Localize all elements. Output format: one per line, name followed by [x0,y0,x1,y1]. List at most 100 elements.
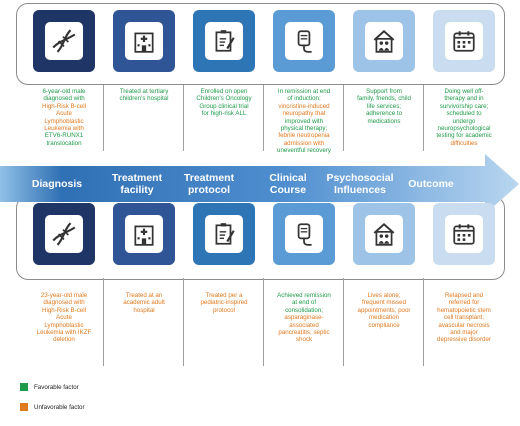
column-divider [263,278,264,366]
description-line: Leukemia with IKZF [36,329,92,337]
description-line: difficulties [450,139,478,147]
description-line: Lymphoblastic [44,321,84,329]
family-house-icon-frame [365,215,403,253]
description-line: Enrolled on open [200,88,248,95]
description-line: medication [369,314,399,322]
description-line: survivorship care; [439,102,489,110]
description-line: neuropathy that [282,110,326,118]
clipboard-icon-frame [205,215,243,253]
description-line: ETV6-RUNX1 [44,132,84,140]
description-line: medications [367,117,401,125]
description-line: Treated at an [125,292,163,299]
description-line: testing for academic [436,132,492,140]
family-house-icon-frame [365,22,403,60]
favorable-legend-label: Favorable factor [34,384,79,391]
stage-label-line: Psychosocial [326,172,394,184]
top-tile-5 [353,10,415,72]
bottom-case-panel [16,196,505,280]
description-line: avascular necrosis [438,321,490,329]
stage-label-line: Diagnosis [31,178,83,190]
clipboard-icon [215,30,235,52]
description-line: for high-risk ALL [201,110,247,118]
description-line: High-Risk B-cell [41,102,86,110]
bottom-tile-1 [33,203,95,265]
clipboard-icon-frame [205,22,243,60]
hospital-icon-frame [125,22,163,60]
calendar-icon [453,31,475,52]
stage-label-line: protocol [188,184,230,196]
description-line: of induction; [287,95,321,103]
stage-label-1: Diagnosis [17,178,97,190]
description-line: Treated at tertiary [119,88,169,95]
iv-bag-icon-frame [285,215,323,253]
hospital-icon [134,225,154,246]
description-line: depressive disorder [437,336,491,344]
description-line: In remission at end [277,88,331,95]
timeline-arrow [0,154,519,214]
unfavorable-legend-label: Unfavorable factor [34,404,85,411]
description-line: Acute [56,314,72,322]
description-line: translocation [46,139,82,147]
description-line: neuropsychological [437,125,491,133]
favorable-swatch [20,383,28,391]
description-line: Support from [366,88,402,95]
description-line: academic adult [123,299,165,307]
bottom-tile-5 [353,203,415,265]
bottom-tile-4 [273,203,335,265]
description-line: adherence to [365,110,403,118]
top-tile-2 [113,10,175,72]
description-line: Lives alone; [367,292,401,299]
column-divider [183,85,184,151]
description-line: deletion [53,336,75,344]
description-line: associated [289,321,319,329]
column-divider [423,278,424,366]
description-line: hospital [133,306,155,314]
hospital-icon [134,32,154,53]
column-divider [183,278,184,366]
column-divider [343,278,344,366]
description-line: undergo [452,117,476,125]
description-line: 6-year-old male [42,88,86,95]
bottom-tile-6 [433,203,495,265]
description-line: Relapsed and [444,292,484,299]
description-line: Leukemia with [44,125,84,133]
column-divider [343,85,344,151]
bottom-tile-2 [113,203,175,265]
description-line: shock [295,336,313,344]
description-line: Acute [56,110,72,118]
description-line: uneventful recovery [277,147,331,155]
calendar-icon-frame [445,215,483,253]
top-case-panel [16,3,505,85]
family-house-icon [373,29,395,53]
clipboard-icon [215,223,235,245]
description-line: High-Risk B-cell [41,306,86,314]
hospital-icon-frame [125,215,163,253]
stage-label-line: Treatment [183,172,235,184]
stage-label-line: Influences [334,184,386,196]
iv-bag-icon [297,223,312,246]
description-line: diagnosed with [43,299,85,307]
description-line: pediatric-inspired [200,299,248,307]
top-tile-6 [433,10,495,72]
description-line: diagnosed with [43,95,85,103]
iv-bag-icon-frame [285,22,323,60]
stage-label-line: Course [269,184,307,196]
top-tile-3 [193,10,255,72]
description-line: asparaginase- [284,314,324,322]
stage-label-6: Outcome [391,178,471,190]
description-line: vincristine-induced [278,102,330,110]
description-line: life services; [366,102,402,110]
description-line: Group clinical trial [199,102,249,110]
description-line: and major [450,329,478,337]
description-line: family, friends, child [357,95,411,103]
